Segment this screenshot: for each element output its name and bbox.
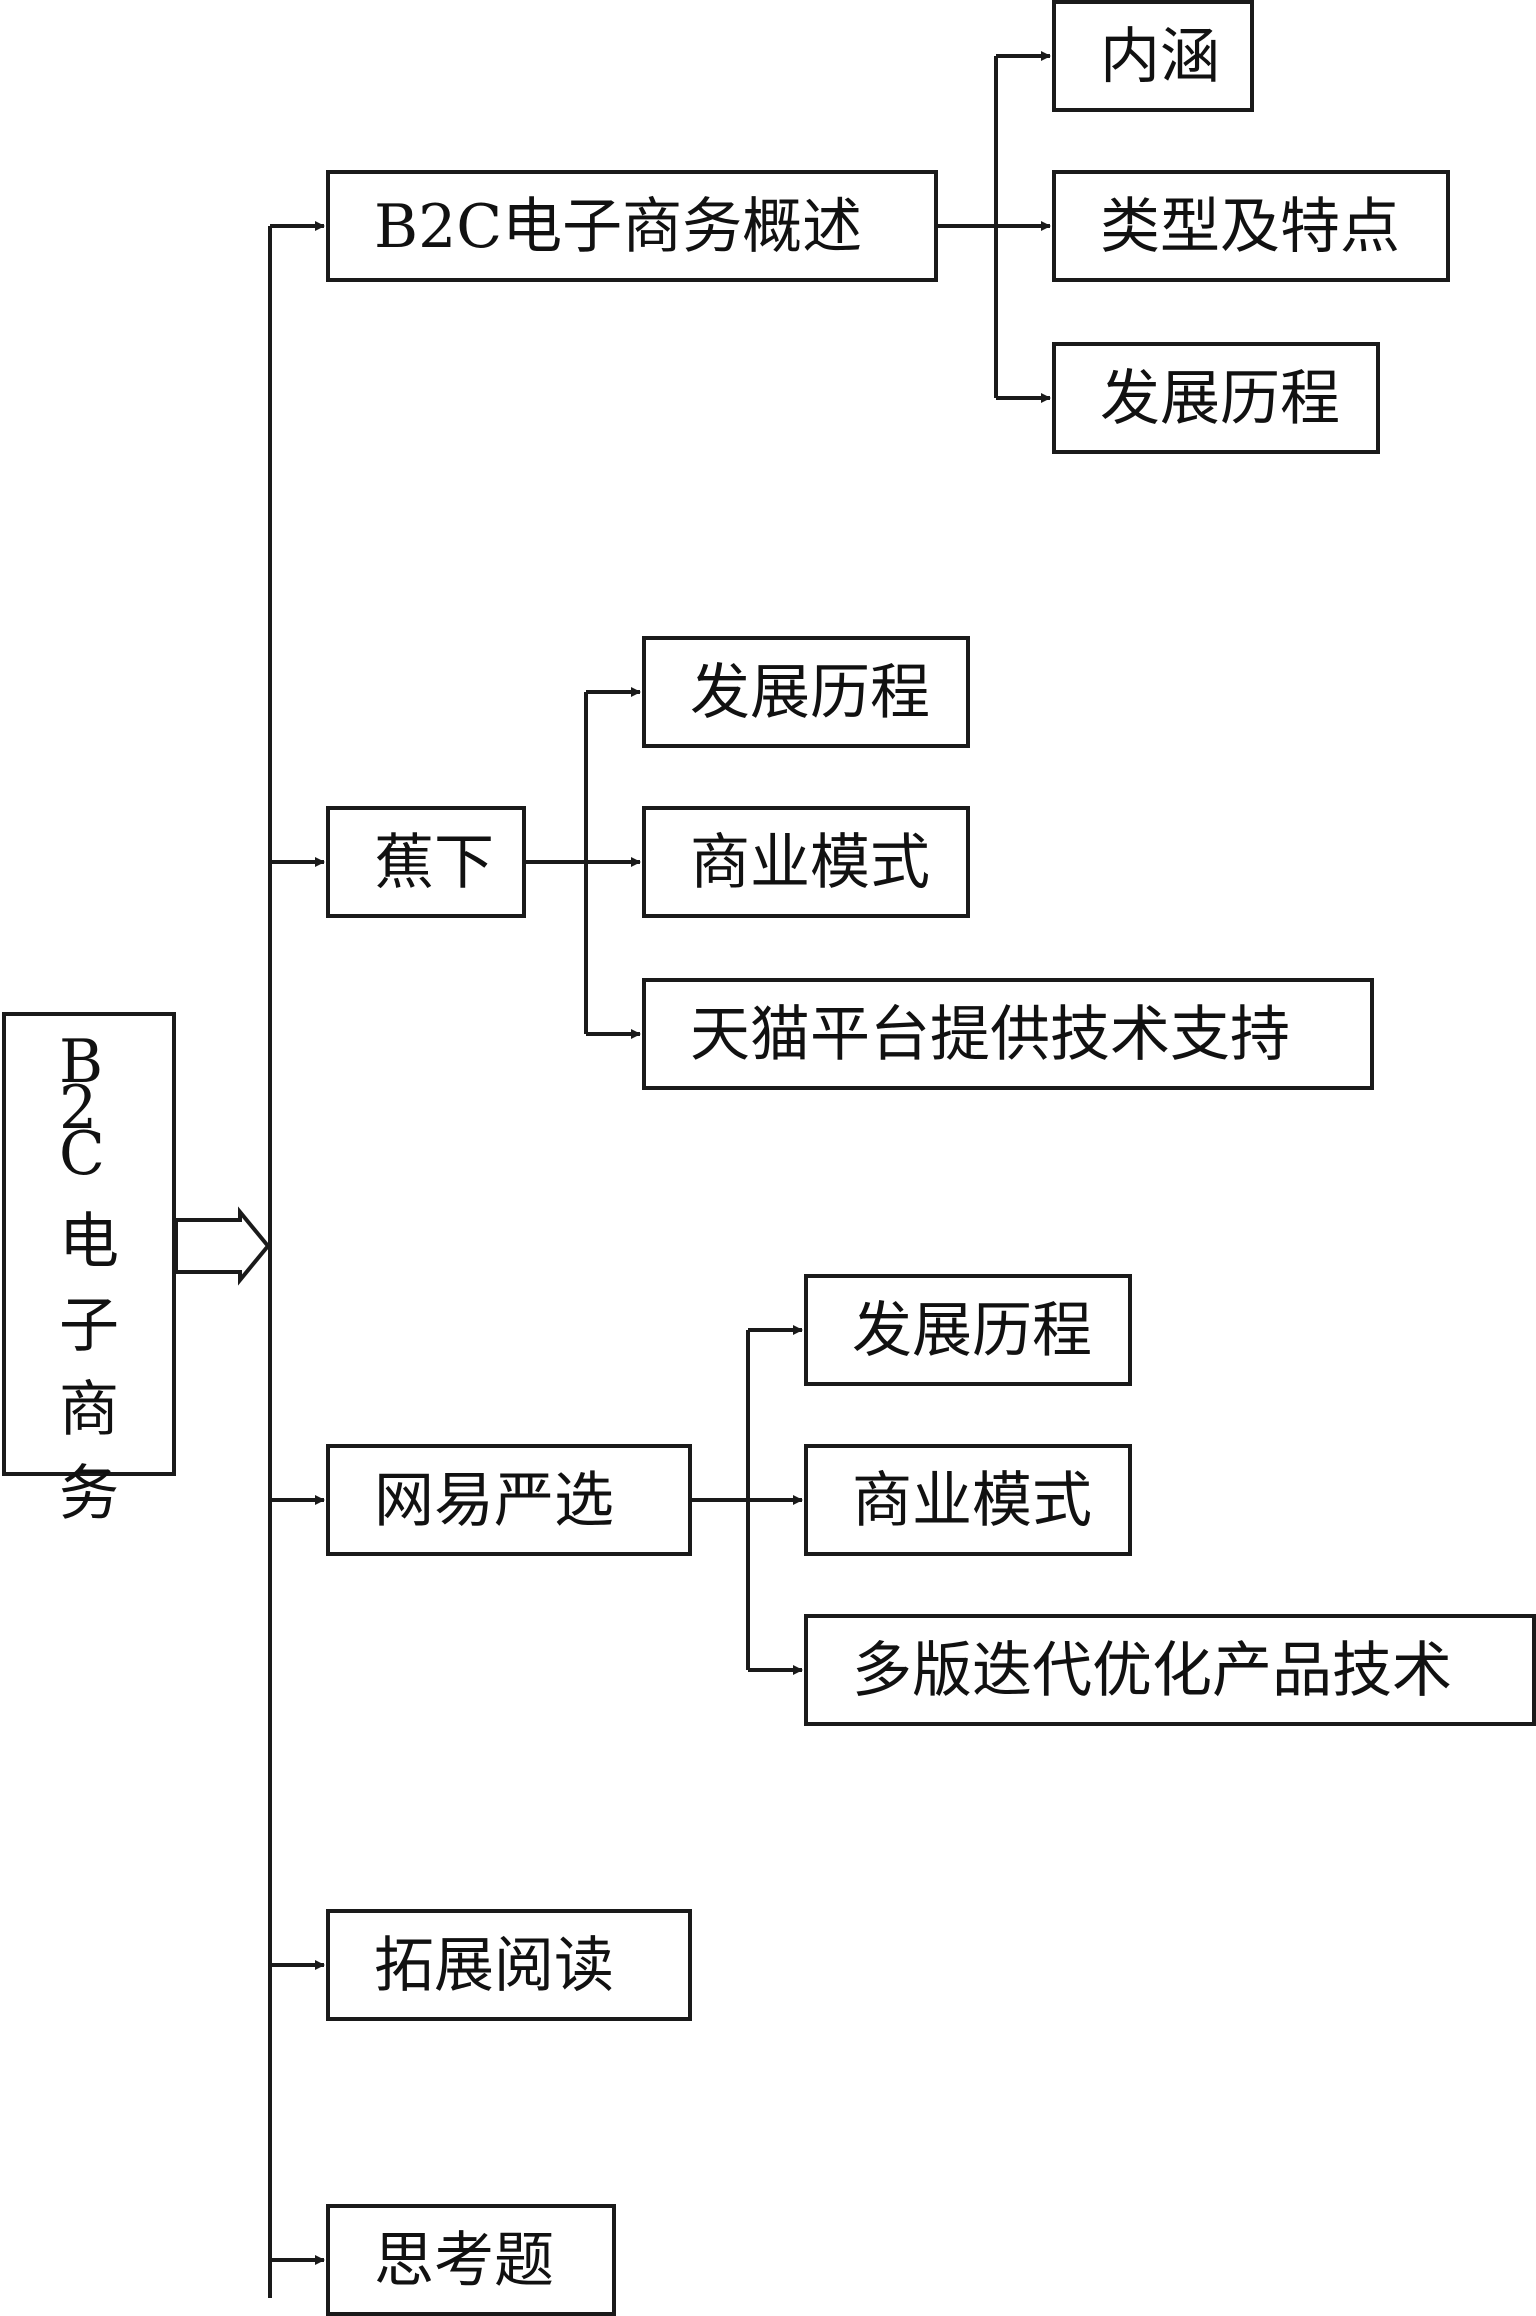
branch-3-child-2: 商业模式 xyxy=(804,1444,1132,1556)
branch-1-child-3-box xyxy=(1052,342,1380,454)
branch-node-1-box xyxy=(326,170,938,282)
branch-2-child-2-label: 商业模式 xyxy=(690,828,930,898)
root-label-char: 务 xyxy=(59,1459,119,1529)
branch-3-child-1-box xyxy=(804,1274,1132,1386)
branch-1-child-2-box xyxy=(1052,170,1450,282)
branch-1-child-3-label: 发展历程 xyxy=(1100,364,1340,434)
branch-node-2: 蕉下 xyxy=(326,806,526,918)
branch-3-child-1-label: 发展历程 xyxy=(852,1296,1092,1366)
branch-3-child-1: 发展历程 xyxy=(804,1274,1132,1386)
branch-2-child-1: 发展历程 xyxy=(642,636,970,748)
root-label-char: 2 xyxy=(59,1073,97,1143)
branch-1-child-1-label: 内涵 xyxy=(1100,22,1220,92)
branch-node-2-box xyxy=(326,806,526,918)
branch-1-child-2: 类型及特点 xyxy=(1052,170,1450,282)
root-label-char: C xyxy=(59,1119,105,1189)
connector-layer xyxy=(270,51,1051,2265)
branch-node-1: B2C电子商务概述 xyxy=(326,170,938,282)
branch-node-4-label: 拓展阅读 xyxy=(374,1931,614,2001)
branch-1-child-2-label: 类型及特点 xyxy=(1100,192,1400,262)
root-label-char: 电 xyxy=(59,1207,119,1277)
root-hollow-arrow xyxy=(174,1206,271,1286)
root-label-char: B xyxy=(59,1027,103,1097)
branch-2-child-3-box xyxy=(642,978,1374,1090)
branch-3-child-2-label: 商业模式 xyxy=(852,1466,1092,1536)
branch-node-3-box xyxy=(326,1444,692,1556)
branch-3-child-2-box xyxy=(804,1444,1132,1556)
branch-node-2-label: 蕉下 xyxy=(374,828,494,898)
root-box xyxy=(2,1012,176,1476)
branch-3-child-3-box xyxy=(804,1614,1536,1726)
branch-node-1-label: B2C电子商务概述 xyxy=(374,192,862,262)
branch-2-child-2-box xyxy=(642,806,970,918)
branch-2-child-2: 商业模式 xyxy=(642,806,970,918)
branch-2-child-3-label: 天猫平台提供技术支持 xyxy=(690,1000,1290,1070)
branch-1-child-1: 内涵 xyxy=(1052,0,1254,112)
branch-3-child-3-label: 多版迭代优化产品技术 xyxy=(852,1636,1452,1706)
branch-node-5-label: 思考题 xyxy=(374,2226,554,2296)
branch-2-child-3: 天猫平台提供技术支持 xyxy=(642,978,1374,1090)
branch-1-child-1-box xyxy=(1052,0,1254,112)
root-label-char: 商 xyxy=(59,1375,119,1445)
branch-node-4-box xyxy=(326,1909,692,2021)
branch-1-child-3: 发展历程 xyxy=(1052,342,1380,454)
branch-node-3-label: 网易严选 xyxy=(374,1466,614,1536)
root-label-char: 子 xyxy=(59,1291,119,1361)
branch-3-child-3: 多版迭代优化产品技术 xyxy=(804,1614,1536,1726)
branch-2-child-1-label: 发展历程 xyxy=(690,658,930,728)
branch-2-child-1-box xyxy=(642,636,970,748)
branch-node-3: 网易严选 xyxy=(326,1444,692,1556)
branch-node-5: 思考题 xyxy=(326,2204,616,2316)
branch-node-5-box xyxy=(326,2204,616,2316)
branch-node-4: 拓展阅读 xyxy=(326,1909,692,2021)
node-layer: B2C电子商务概述内涵类型及特点发展历程蕉下发展历程商业模式天猫平台提供技术支持… xyxy=(326,0,1536,2316)
